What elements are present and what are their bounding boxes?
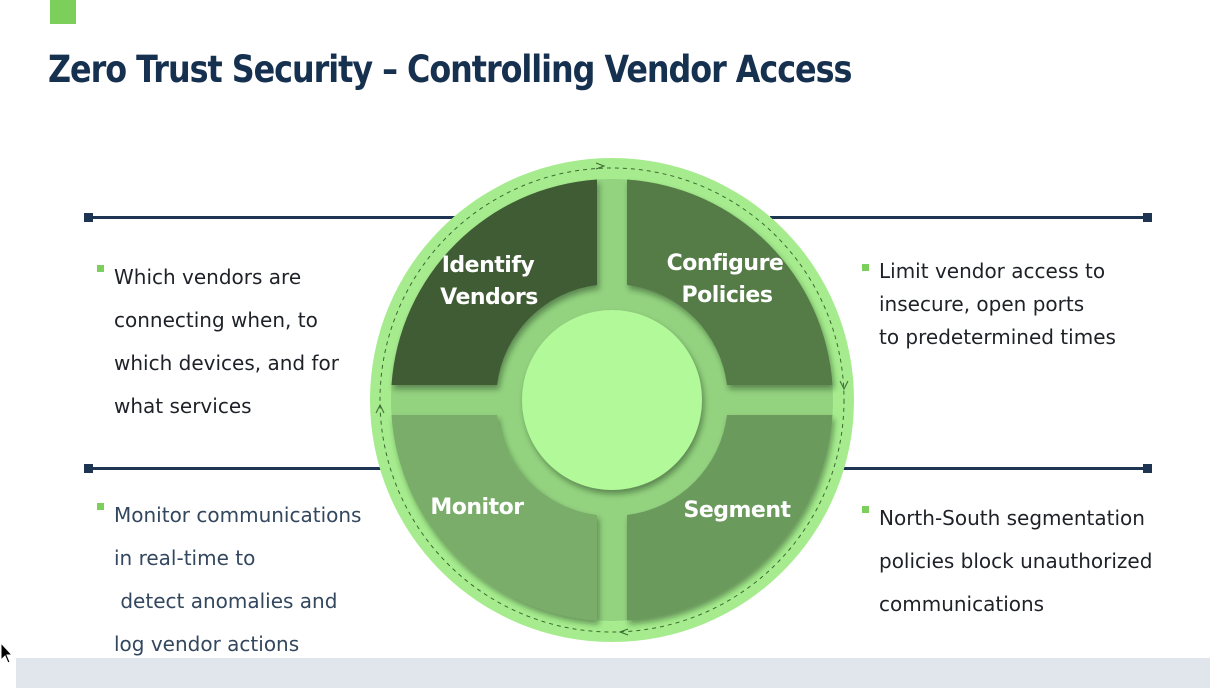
bottom-bar: [16, 658, 1210, 688]
bullet-line: log vendor actions: [114, 632, 300, 656]
quadrant-label-configure-line1: Configure: [667, 251, 784, 276]
mouse-pointer-icon: [0, 642, 14, 664]
quadrant-monitor: [391, 415, 597, 621]
cycle-arrow-left: [375, 403, 385, 414]
bullet-line: Limit vendor access to: [879, 259, 1106, 283]
quadrant-label-configure-line2: Policies: [682, 283, 773, 308]
quadrant-label-identify-line2: Vendors: [440, 285, 538, 310]
connector-cap-top-right: [1143, 213, 1152, 222]
bullet-line: in real-time to: [114, 546, 256, 570]
cycle-arrow-bottom: [618, 628, 629, 636]
bullet-line: North-South segmentation: [879, 506, 1145, 530]
connector-cap-top-left: [84, 213, 93, 222]
bullet-line: what services: [114, 394, 252, 418]
quadrant-identify-vendors: [391, 179, 597, 385]
cycle-arrow-path: [379, 167, 845, 633]
bullet-line: which devices, and for: [114, 351, 339, 375]
bullet-marker: [97, 503, 104, 510]
quadrant-label-monitor: Monitor: [430, 495, 524, 520]
bullet-marker: [862, 506, 869, 513]
connector-line-top-left: [88, 216, 460, 219]
bullet-marker: [862, 264, 869, 271]
quadrant-segment: [627, 415, 833, 621]
page-title: Zero Trust Security – Controlling Vendor…: [48, 48, 852, 91]
bullet-line: detect anomalies and: [114, 589, 338, 613]
bullet-line: policies block unauthorized: [879, 549, 1153, 573]
bullet-line: Which vendors are: [114, 265, 302, 289]
bullet-line: insecure, open ports: [879, 292, 1085, 316]
bullet-line: connecting when, to: [114, 308, 318, 332]
connector-line-top-right: [770, 216, 1148, 219]
bullet-line: communications: [879, 592, 1045, 616]
cycle-arrow-right: [839, 380, 849, 391]
cycle-arrow-top: [595, 162, 606, 170]
bullet-which-vendors: Which vendors are connecting when, to wh…: [97, 256, 339, 428]
center-circle: [522, 310, 702, 490]
accent-square: [50, 0, 76, 24]
bullet-segmentation: North-South segmentation policies block …: [862, 497, 1153, 626]
bullet-line: Monitor communications: [114, 503, 362, 527]
connector-cap-bottom-left: [84, 464, 93, 473]
bullet-marker: [97, 265, 104, 272]
bullet-monitor-communications: Monitor communications in real-time to d…: [97, 494, 362, 666]
bullet-line: to predetermined times: [879, 325, 1116, 349]
quadrant-configure-policies: [627, 179, 833, 385]
bullet-limit-access: Limit vendor access to insecure, open po…: [862, 255, 1116, 354]
connector-cap-bottom-right: [1143, 464, 1152, 473]
quadrant-label-segment: Segment: [683, 498, 791, 523]
quadrant-label-identify-line1: Identify: [442, 253, 535, 278]
connector-line-bottom-left: [88, 467, 384, 470]
connector-line-bottom-right: [843, 467, 1148, 470]
